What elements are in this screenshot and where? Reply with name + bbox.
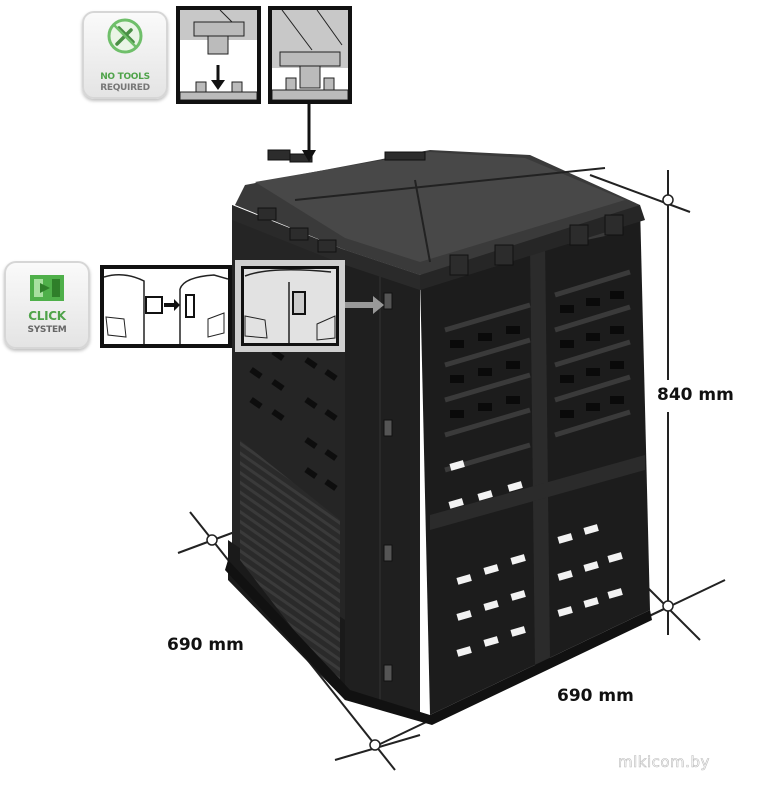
badge-line1: NO TOOLS bbox=[100, 72, 150, 82]
panel-clip-before-inset bbox=[100, 265, 232, 348]
arrow-right-icon bbox=[345, 296, 384, 314]
lid-clip-before-icon bbox=[180, 10, 257, 100]
lid-clip-after-icon bbox=[272, 10, 348, 100]
watermark: mlkicom.by bbox=[618, 753, 710, 772]
lid bbox=[232, 149, 645, 290]
lid-clip-after-inset bbox=[268, 6, 352, 104]
badge-line1: CLICK bbox=[28, 309, 66, 323]
panel-clip-after-icon bbox=[244, 269, 336, 346]
width-left-dimension-label: 690 mm bbox=[167, 635, 244, 655]
badge-line2: REQUIRED bbox=[100, 83, 150, 93]
width-right-dimension-label: 690 mm bbox=[557, 686, 634, 706]
click-system-badge: CLICK SYSTEM bbox=[4, 261, 90, 349]
click-connector-icon bbox=[30, 275, 64, 301]
corner-column bbox=[345, 250, 420, 715]
vent-holes bbox=[448, 460, 623, 657]
arrow-down-icon bbox=[302, 150, 316, 162]
no-tools-badge: NO TOOLS REQUIRED bbox=[82, 11, 168, 99]
height-dimension-label: 840 mm bbox=[657, 385, 734, 405]
badge-line2: SYSTEM bbox=[27, 325, 67, 335]
lid-clip-before-inset bbox=[176, 6, 261, 104]
wrench-crossed-icon bbox=[107, 18, 143, 54]
panel-clip-after-inset bbox=[235, 260, 345, 352]
panel-clip-before-icon bbox=[104, 274, 228, 344]
